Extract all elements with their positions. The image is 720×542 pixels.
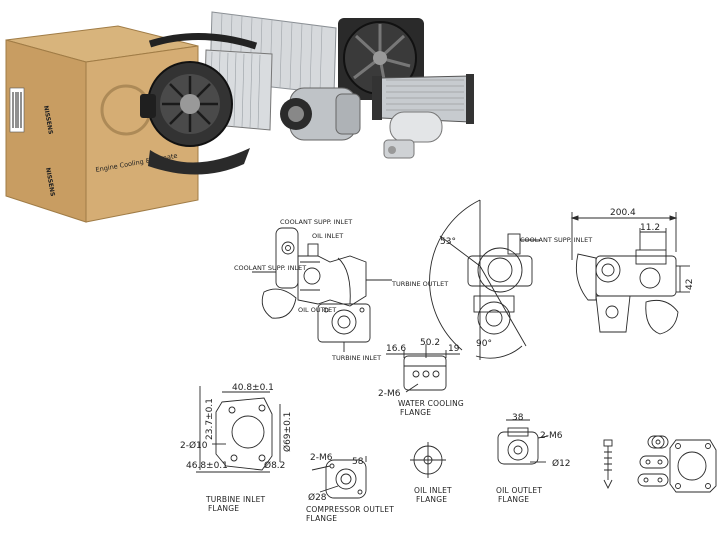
label-oil-inlet: OIL INLET: [312, 232, 343, 240]
dim-ti-top: 40.8±0.1: [232, 383, 274, 393]
turbo-side-labels: COOLANT SUPP. INLET OIL INLET COOLANT SU…: [234, 218, 448, 362]
label-coolant-supply: COOLANT SUPP. INLET: [280, 218, 352, 226]
dim-oo-width: 38: [512, 413, 524, 423]
turbo-top-view: [429, 199, 540, 360]
caption-water-cooling-2: FLANGE: [400, 408, 431, 417]
dim-oo-bore: Ø12: [552, 458, 571, 469]
oil-outlet-flange-drawing: [497, 419, 549, 465]
ac-compressor-image: [280, 87, 361, 141]
caption-oil-outlet-1: OIL OUTLET: [496, 486, 542, 495]
technical-drawings: COOLANT SUPP. INLET OIL INLET COOLANT SU…: [180, 199, 717, 523]
caption-compressor-outlet-1: COMPRESSOR OUTLET: [306, 505, 394, 514]
label-coolant-supply-2: COOLANT SUPP. INLET: [234, 264, 306, 272]
caption-compressor-outlet-2: FLANGE: [306, 514, 337, 523]
dim-width-small: 11.2: [640, 223, 660, 233]
blower-motor-image: [140, 32, 258, 175]
dim-ti-holes: 2-Ø10: [180, 440, 208, 451]
oil-inlet-flange-labels: OIL INLET FLANGE: [414, 486, 452, 504]
dim-co-thread: 2-M6: [310, 453, 333, 463]
dim-wc-right: 19: [448, 344, 460, 354]
box-brand-front: NISSENS: [44, 167, 56, 197]
turbine-inlet-flange-drawing: [196, 386, 281, 473]
turbo-side-view: [252, 227, 392, 352]
oil-inlet-flange-drawing: [410, 442, 446, 478]
turbine-inlet-flange-labels: 40.8±0.1 23.7±0.1 2-Ø10 Ø69±0.1 46.8±0.1…: [180, 383, 293, 513]
caption-turbine-inlet-1: TURBINE INLET: [205, 495, 266, 504]
dim-wc-mid: 50.2: [420, 338, 440, 348]
dim-oo-thread: 2-M6: [540, 431, 563, 441]
dim-ti-left: 23.7±0.1: [205, 398, 215, 440]
dim-wc-thread: 2-M6: [378, 389, 401, 399]
caption-oil-inlet-2: FLANGE: [416, 495, 447, 504]
dim-width-total: 200.4: [610, 208, 636, 218]
product-photo: NISSENS NISSENS Engine Cooling & Climate: [5, 11, 474, 223]
dim-angle-bottom: 90°: [476, 339, 492, 349]
dim-ti-right: Ø69±0.1: [282, 412, 293, 452]
caption-turbine-inlet-2: FLANGE: [208, 504, 239, 513]
turbo-front-labels: 200.4 11.2 42: [610, 208, 695, 290]
gasket-set-drawing: [603, 435, 717, 493]
caption-oil-outlet-2: FLANGE: [498, 495, 529, 504]
cooling-fan-image: [338, 18, 424, 100]
dim-angle-top: 53°: [440, 237, 456, 247]
dim-co-bore: Ø28: [308, 492, 327, 503]
box-brand-side: NISSENS: [42, 105, 54, 135]
heater-core-image: [372, 74, 474, 124]
water-cooling-flange-labels: 16.6 50.2 19 2-M6 WATER COOLING FLANGE: [378, 338, 464, 417]
caption-water-cooling-1: WATER COOLING: [398, 399, 464, 408]
caption-oil-inlet-1: OIL INLET: [414, 486, 452, 495]
turbo-front-view: [570, 212, 690, 335]
dim-co-width: 58: [352, 457, 364, 467]
compressor-outlet-flange-labels: 2-M6 58 Ø28 COMPRESSOR OUTLET FLANGE: [306, 453, 394, 523]
water-cooling-flange-drawing: [386, 344, 460, 393]
oil-outlet-flange-labels: 38 2-M6 Ø12 OIL OUTLET FLANGE: [496, 413, 571, 504]
dim-ti-bottom: 46.8±0.1: [186, 461, 228, 471]
label-turbine-outlet: TURBINE OUTLET: [391, 280, 448, 288]
label-oil-outlet: OIL OUTLET: [298, 306, 336, 314]
dim-wc-left: 16.6: [386, 344, 406, 354]
compressor-outlet-flange-drawing: [311, 456, 367, 499]
receiver-drier-image: [383, 111, 443, 159]
label-coolant-supply-3: COOLANT SUPP. INLET: [520, 236, 592, 244]
dim-ti-bore: Ø8.2: [264, 460, 285, 471]
turbo-top-labels: 53° 90° COOLANT SUPP. INLET: [440, 236, 592, 349]
label-turbine: TURBINE INLET: [331, 354, 381, 362]
dim-height-right: 42: [685, 279, 695, 290]
